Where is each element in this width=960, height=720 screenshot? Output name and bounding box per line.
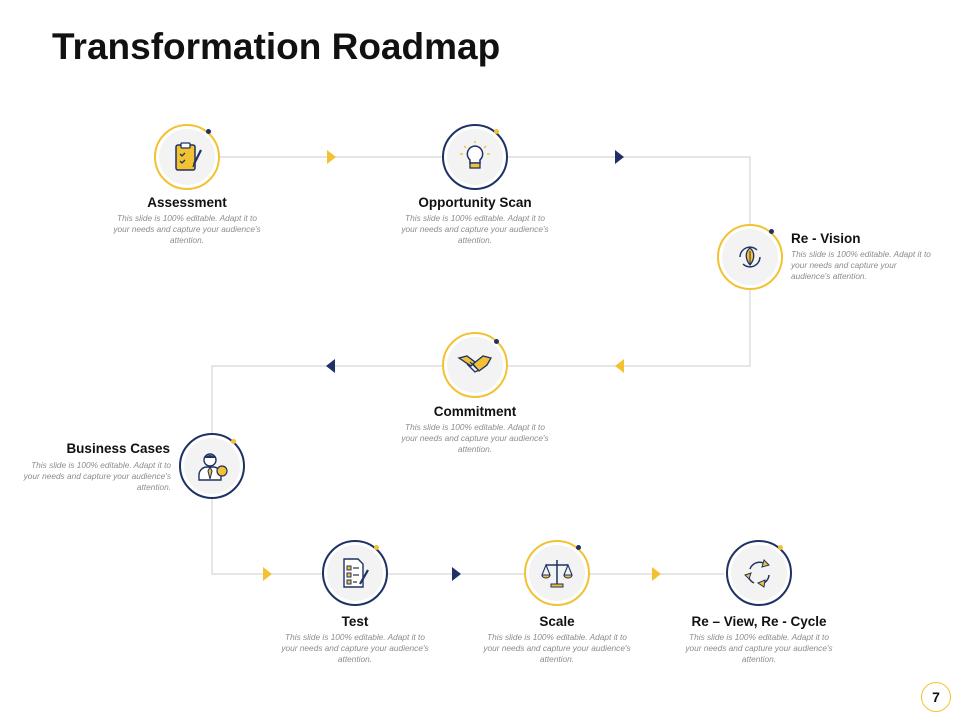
lightbulb-icon [460, 141, 490, 169]
step-commitment-description: This slide is 100% editable. Adapt it to… [401, 422, 549, 455]
step-opportunity-scan-node [442, 124, 508, 190]
leaf-cycle-icon [739, 246, 761, 268]
arrow-right-navy-1 [615, 150, 624, 164]
step-opportunity-scan-label: Opportunity Scan [418, 195, 532, 210]
balance-scale-icon [541, 560, 573, 588]
step-assessment-node [154, 124, 220, 190]
clipboard-pen-icon [175, 142, 202, 171]
step-test-node [322, 540, 388, 606]
step-business-cases-label: Business Cases [66, 441, 170, 456]
node-dot [374, 545, 379, 550]
arrow-left-gold-1 [615, 359, 624, 373]
checklist-icon [343, 558, 369, 588]
node-dot [576, 545, 581, 550]
node-dot [494, 339, 499, 344]
arrow-right-gold-3 [652, 567, 661, 581]
recycle-arrows-icon [744, 559, 770, 588]
step-assessment-description: This slide is 100% editable. Adapt it to… [113, 213, 261, 246]
step-re-vision-description: This slide is 100% editable. Adapt it to… [791, 249, 931, 282]
step-opportunity-scan-description: This slide is 100% editable. Adapt it to… [401, 213, 549, 246]
arrow-right-gold-1 [327, 150, 336, 164]
node-dot [206, 129, 211, 134]
businessman-icon [198, 453, 228, 481]
step-assessment-label: Assessment [147, 195, 227, 210]
step-scale-node [524, 540, 590, 606]
page-number-badge: 7 [921, 682, 951, 712]
step-test-label: Test [341, 614, 369, 629]
arrow-left-navy-1 [326, 359, 335, 373]
step-test-description: This slide is 100% editable. Adapt it to… [281, 632, 429, 665]
step-business-cases-node [179, 433, 245, 499]
slide-title: Transformation Roadmap [52, 26, 501, 67]
step-review-recycle-node [726, 540, 792, 606]
step-review-recycle-description: This slide is 100% editable. Adapt it to… [685, 632, 833, 665]
page-number: 7 [932, 689, 940, 705]
node-dot [769, 229, 774, 234]
step-re-vision-node [717, 224, 783, 290]
arrow-right-navy-2 [452, 567, 461, 581]
step-scale-label: Scale [539, 614, 575, 629]
step-business-cases-description: This slide is 100% editable. Adapt it to… [23, 460, 171, 493]
step-re-vision-label: Re - Vision [791, 231, 861, 246]
node-dot [231, 439, 236, 444]
step-commitment-node [442, 332, 508, 398]
handshake-icon [457, 355, 492, 373]
node-dot [778, 545, 783, 550]
step-commitment-label: Commitment [433, 404, 517, 419]
node-dot [494, 129, 499, 134]
arrow-right-gold-2 [263, 567, 272, 581]
step-review-recycle-label: Re – View, Re - Cycle [691, 614, 827, 629]
step-scale-description: This slide is 100% editable. Adapt it to… [483, 632, 631, 665]
